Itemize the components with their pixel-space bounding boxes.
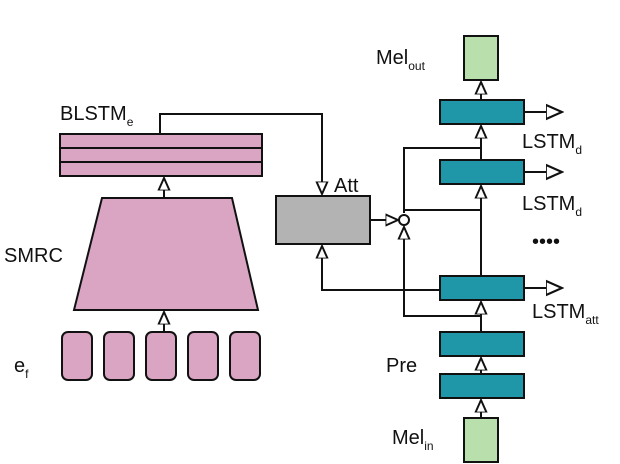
ef-block-5 [229, 331, 261, 381]
att-block [275, 195, 371, 245]
ef-block-2 [103, 331, 135, 381]
label-mel-out: Melout [376, 47, 426, 73]
pre-block-1 [439, 373, 525, 399]
concat-node [398, 214, 410, 226]
label-pre: Pre [386, 355, 417, 377]
arrow-lstm-att-to-att [322, 246, 440, 291]
ef-block-4 [187, 331, 219, 381]
label-ellipsis: •••• [532, 231, 560, 253]
smrc-block [72, 197, 260, 311]
pre-block-2 [439, 331, 525, 357]
label-mel-in: Melin [392, 427, 434, 453]
lstm-att-block [439, 275, 525, 301]
mel-out-block [463, 35, 499, 81]
arrow-node-to-lstm-d1 [403, 147, 481, 213]
blstm-block [59, 133, 263, 177]
label-att: Att [334, 175, 359, 197]
label-lstm-d-2: LSTMd [522, 193, 582, 219]
mel-in-block [463, 417, 499, 463]
label-lstm-d-1: LSTMd [522, 131, 582, 157]
label-smrc: SMRC [4, 245, 63, 267]
ef-block-1 [61, 331, 93, 381]
label-blstm: BLSTMe [60, 103, 134, 129]
label-lstm-att: LSTMatt [532, 301, 599, 327]
lstm-d-block-2 [439, 159, 525, 185]
label-ef: ef [14, 355, 29, 381]
arrow-pre-to-node [404, 227, 481, 317]
ef-input-blocks [61, 331, 261, 381]
arrow-blstm-to-att [159, 113, 322, 194]
ef-block-3 [145, 331, 177, 381]
lstm-d-block-1 [439, 99, 525, 125]
